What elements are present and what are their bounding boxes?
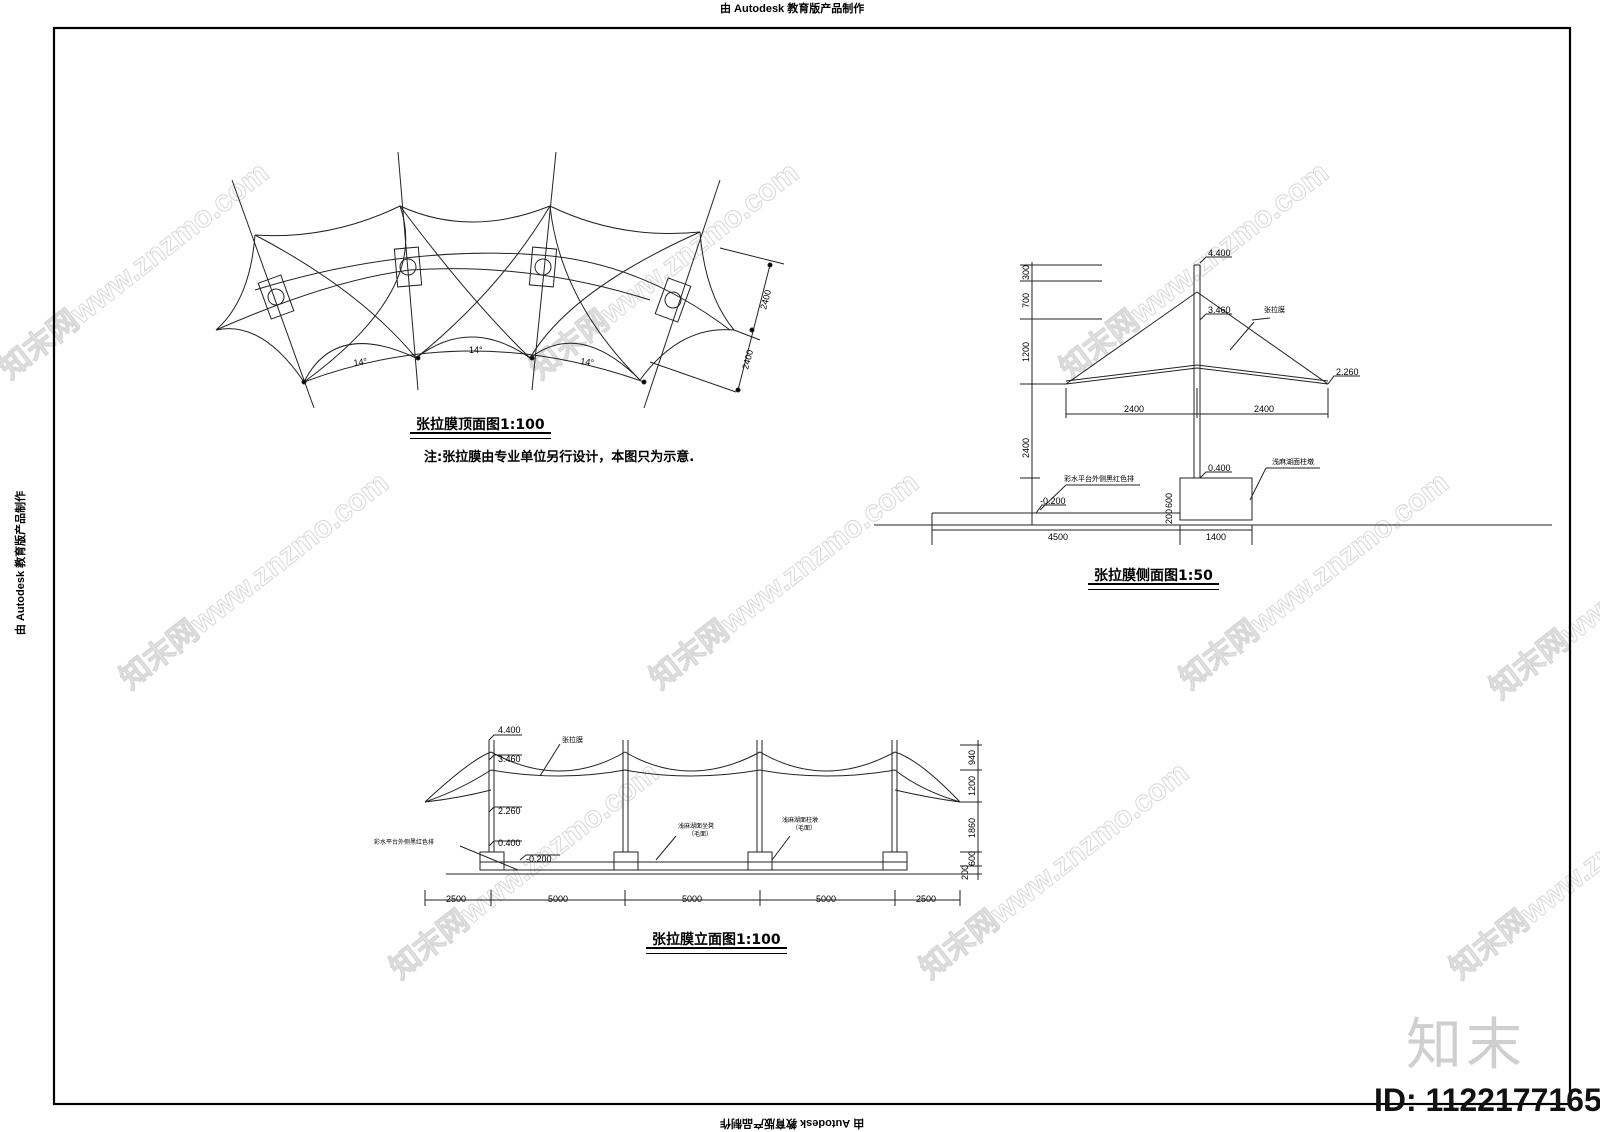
elev-vdim-600: 600	[967, 851, 977, 866]
elev-hdim-2: 5000	[548, 894, 568, 904]
side-elev-ground: -0.200	[1040, 496, 1066, 506]
side-vdim-700: 700	[1021, 293, 1031, 308]
watermark-text-0: 知末网www.znzmo.com	[0, 156, 275, 386]
plan-view	[215, 151, 785, 409]
side-vdim-200: 200	[1164, 509, 1174, 524]
elev-vdim-200: 200	[960, 865, 970, 880]
side-label-membrane: 张拉膜	[1264, 305, 1285, 314]
elev-hdim-4: 5000	[816, 894, 836, 904]
plan-title: 张拉膜顶面图1:100	[410, 414, 551, 439]
elev-label-column: 浅麻湖面柱墩	[782, 816, 818, 824]
elev-label-seat-sub: （毛面）	[688, 830, 712, 838]
side-title: 张拉膜侧面图1:50	[1088, 565, 1219, 590]
elev-label-column-sub: （毛面）	[792, 824, 816, 832]
side-label-column: 浅麻湖面柱墩	[1272, 457, 1314, 466]
watermark-text-8: 知末网www.znzmo.com	[1444, 756, 1600, 986]
elev-top: 4.400	[498, 725, 521, 735]
elev-vdim-1200: 1200	[967, 776, 977, 796]
elev-base: 0.400	[498, 838, 521, 848]
watermark-text-4: 知末网www.znzmo.com	[644, 466, 925, 696]
side-hdim-bottom-right: 1400	[1206, 532, 1226, 542]
side-view-text: 4.400 3.460 2.260 0.400 -0.200 张拉膜 浅麻湖面柱…	[1021, 248, 1359, 542]
elev-hdim-1: 2500	[446, 894, 466, 904]
elev-ground: -0.200	[526, 854, 552, 864]
elev-label-paving: 彩水平台外侧黑红色排	[374, 838, 434, 846]
elev-hdim-5: 2500	[916, 894, 936, 904]
elev-edge: 2.260	[498, 806, 521, 816]
side-vdim-600: 600	[1164, 493, 1174, 508]
side-hdim-left: 2400	[1124, 404, 1144, 414]
plan-dim-right-2: 2400	[740, 349, 755, 371]
elev-mid: 3.460	[498, 754, 521, 764]
side-elev-base: 0.400	[1208, 463, 1231, 473]
watermark-id: ID: 1122177165	[1374, 1082, 1600, 1118]
elev-hdim-3: 5000	[682, 894, 702, 904]
watermark-text-9: 知末网www.znzmo.com	[1484, 476, 1600, 706]
watermark-text-3: 知末网www.znzmo.com	[114, 466, 395, 696]
watermark-text-7: 知末网www.znzmo.com	[914, 756, 1195, 986]
elev-label-membrane: 张拉膜	[562, 735, 583, 744]
side-vdim-1200: 1200	[1021, 342, 1031, 362]
side-view	[874, 256, 1552, 545]
side-elev-mid: 3.460	[1208, 305, 1231, 315]
elevation-view	[424, 734, 982, 906]
elevation-title: 张拉膜立面图1:100	[646, 929, 787, 954]
elev-vdim-940: 940	[967, 750, 977, 765]
side-hdim-right: 2400	[1254, 404, 1274, 414]
drawing-frame	[52, 26, 1572, 1106]
elev-label-seat: 浅麻湖面坐凳	[678, 822, 714, 830]
elevation-text: 4.400 3.460 2.260 0.400 -0.200 张拉膜 彩水平台外…	[374, 725, 977, 904]
side-elev-top: 4.400	[1208, 248, 1231, 258]
plan-dim-right-1: 2400	[758, 289, 773, 311]
watermark-text-5: 知末网www.znzmo.com	[1174, 466, 1455, 696]
side-elev-edge: 2.260	[1336, 367, 1359, 377]
side-hdim-bottom-left: 4500	[1048, 532, 1068, 542]
plan-dim-span-1: 14°	[353, 356, 368, 368]
plan-dim-span-2: 14°	[469, 345, 483, 355]
watermark-logo: 知末	[1406, 1013, 1526, 1078]
side-vdim-300: 300	[1021, 265, 1031, 280]
elev-vdim-1860: 1860	[967, 818, 977, 838]
side-vdim-2400: 2400	[1021, 438, 1031, 458]
education-stamp-top: 由 Autodesk 教育版产品制作	[720, 3, 865, 15]
side-label-paving: 彩水平台外侧黑红色排	[1064, 474, 1134, 483]
plan-note: 注:张拉膜由专业单位另行设计，本图只为示意.	[424, 450, 695, 465]
plan-dim-span-3: 14°	[580, 356, 595, 368]
